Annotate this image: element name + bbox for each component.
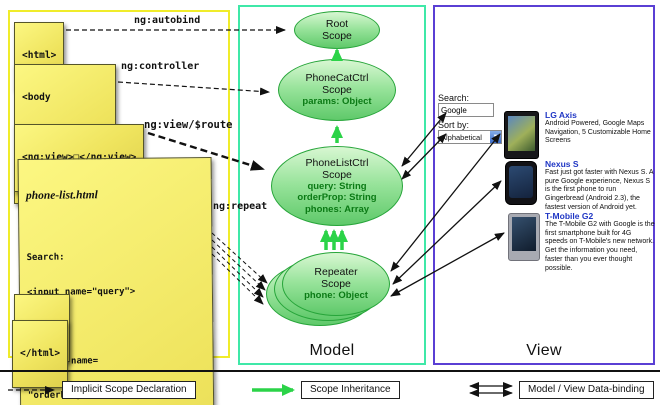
legend-implicit-scope-declaration: Implicit Scope Declaration (62, 381, 196, 399)
view-panel-label: View (526, 342, 562, 359)
html-close-tag-text: </html> (20, 348, 61, 359)
sort-selected-value: Alphabetical (441, 132, 482, 142)
legend-scope-inheritance: Scope Inheritance (301, 381, 400, 399)
phone-description: Android Powered, Google Maps Navigation,… (545, 120, 651, 145)
sort-by-label: Sort by: (438, 120, 470, 130)
scope-property: phones: Array (304, 203, 370, 215)
phonecatctrl-scope-ellipse: PhoneCatCtrl Scope params: Object (278, 59, 396, 121)
dropdown-arrow-icon: ▼ (490, 131, 501, 143)
search-input[interactable] (438, 103, 494, 117)
phone-link-nexus-s[interactable]: Nexus S (545, 159, 579, 169)
scope-property: query: String (307, 180, 367, 192)
scope-property: params: Object (302, 96, 372, 108)
root-scope-ellipse: Root Scope (294, 11, 380, 49)
ng-repeat-label: ng:repeat (213, 201, 268, 212)
legend-model-view-databinding: Model / View Data-binding (519, 381, 654, 399)
phone-screen (509, 166, 533, 198)
phone-screen (512, 217, 536, 251)
sort-select[interactable]: Alphabetical ▼ (438, 130, 502, 144)
html-open-tag-text: <html> (22, 50, 57, 61)
phonelistctrl-scope-ellipse: PhoneListCtrl Scope query: String orderP… (271, 146, 403, 226)
model-panel-label: Model (309, 342, 355, 359)
phone-description: The T-Mobile G2 with Google is the first… (545, 221, 655, 272)
ng-view-route-label: ng:view/$route (144, 119, 233, 131)
legend-separator (0, 370, 660, 372)
scope-name: PhoneListCtrl Scope (305, 156, 369, 181)
phone-link-tmobile-g2[interactable]: T-Mobile G2 (545, 211, 594, 221)
repeater-scope-ellipse: Repeater Scope phone: Object (282, 252, 390, 316)
ng-controller-label: ng:controller (121, 61, 200, 72)
phone-thumbnail-lg-axis[interactable] (504, 111, 539, 159)
scope-name: Repeater Scope (314, 266, 358, 291)
html-close-tag-box: </html> (12, 320, 69, 388)
phone-link-lg-axis[interactable]: LG Axis (545, 110, 577, 120)
body-tag-line: <body (22, 92, 51, 103)
search-label: Search: (438, 93, 470, 103)
ng-autobind-label: ng:autobind (134, 15, 201, 26)
phone-thumbnail-nexus-s[interactable] (505, 161, 537, 205)
scope-property: phone: Object (304, 290, 368, 302)
scope-name: Root Scope (322, 18, 352, 42)
phone-thumbnail-tmobile-g2[interactable] (508, 213, 540, 261)
note-code-line: Search: (26, 252, 65, 263)
note-title: phone-list.html (25, 189, 98, 202)
phone-description: Fast just got faster with Nexus S. A pur… (545, 169, 654, 211)
scope-property: orderProp: String (297, 192, 377, 204)
scope-name: PhoneCatCtrl Scope (305, 72, 369, 97)
phone-screen (508, 116, 535, 151)
